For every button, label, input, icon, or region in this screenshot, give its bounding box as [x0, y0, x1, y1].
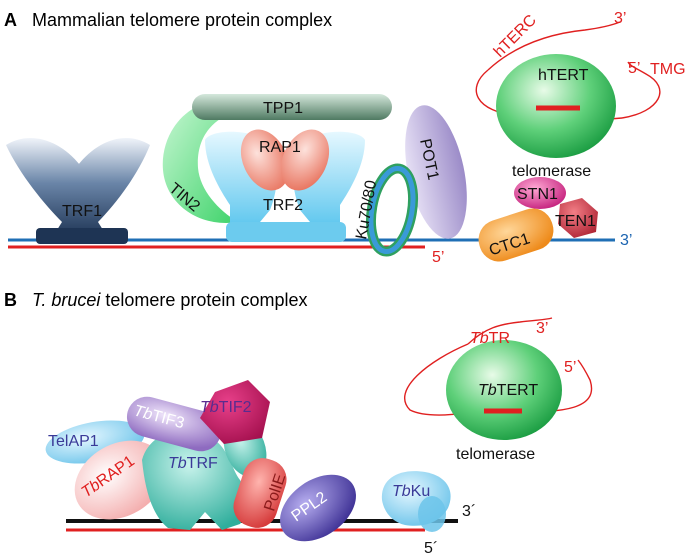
- trf1-protein: TRF1: [6, 137, 150, 244]
- tbtert-label: TbTERT: [478, 382, 538, 399]
- ten1-protein: TEN1: [555, 198, 598, 238]
- ku7080-protein: Ku70/80: [353, 163, 419, 257]
- tmg-label: TMG: [650, 61, 686, 78]
- rap1-label: RAP1: [259, 139, 301, 156]
- dna-b-3prime-label: 3´: [462, 503, 476, 520]
- pot1-protein: POT1: [405, 105, 467, 239]
- htert-label: hTERT: [538, 67, 589, 84]
- tbtif3-protein: TbTIF3: [126, 396, 222, 452]
- tbku-label: TbKu: [392, 483, 430, 500]
- telap1-label: TelAP1: [48, 433, 99, 450]
- tbku-label-prefix: Tb: [392, 483, 411, 500]
- stn1-label: STN1: [517, 186, 558, 203]
- panel-b-title-rest: telomere protein complex: [100, 290, 307, 310]
- tbtr-label-prefix: Tb: [470, 330, 489, 347]
- telomerase-b-label: telomerase: [456, 446, 535, 463]
- telomerase-b-5prime: 5’: [564, 359, 576, 376]
- telomerase-b-3prime: 3’: [536, 320, 548, 337]
- tpp1-label: TPP1: [263, 100, 303, 117]
- ppl2-protein: PPL2: [280, 474, 356, 542]
- telomerase-b: TbTR 3’ 5’ TbTERT telomerase: [403, 317, 593, 463]
- tbtif3-label-prefix: Tb: [132, 403, 155, 424]
- telomerase-a-3prime: 3’: [614, 10, 626, 27]
- panel-b-title: T. brucei telomere protein complex: [32, 290, 307, 310]
- tbtert-label-prefix: Tb: [478, 382, 497, 399]
- rap1-protein: RAP1: [240, 129, 330, 191]
- tbtert-label-name: TERT: [497, 382, 539, 399]
- telomerase-a-5prime: 5’: [628, 60, 640, 77]
- tbtert-enzyme: [446, 340, 562, 440]
- dna-3prime-label: 3’: [620, 232, 632, 249]
- tbku-label-name: Ku: [411, 483, 431, 500]
- tbtif2-label-name: TIF2: [219, 399, 252, 416]
- panel-b-letter: B: [4, 290, 17, 310]
- tbtif2-protein: TbTIF2: [200, 380, 270, 444]
- dna-b-5prime-label: 5´: [424, 540, 438, 556]
- telomerase-a: hTERC 3’ 5’ TMG hTERT telomerase: [475, 10, 686, 180]
- tbtif2-label-prefix: Tb: [200, 399, 219, 416]
- tbku-protein: TbKu: [381, 471, 451, 532]
- tpp1-protein: TPP1: [192, 94, 392, 120]
- trf2-label: TRF2: [263, 197, 303, 214]
- tbtrf-label-name: TRF: [187, 455, 218, 472]
- hterc-label: hTERC: [491, 12, 540, 61]
- tbtrf-label: TbTRF: [168, 455, 218, 472]
- dna-5prime-label: 5’: [432, 249, 444, 266]
- ctc1-protein: CTC1: [478, 208, 554, 262]
- panel-a-title: Mammalian telomere protein complex: [32, 10, 332, 30]
- tbtrf-label-prefix: Tb: [168, 455, 187, 472]
- panel-b-title-italic: T. brucei: [32, 290, 101, 310]
- telomerase-a-label: telomerase: [512, 163, 591, 180]
- tbtr-label-name: TR: [489, 330, 510, 347]
- tbtif2-label: TbTIF2: [200, 399, 252, 416]
- stn1-protein: STN1: [514, 177, 566, 209]
- panel-a-letter: A: [4, 10, 17, 30]
- ten1-label: TEN1: [555, 213, 596, 230]
- trf1-label: TRF1: [62, 203, 102, 220]
- tbtr-label: TbTR: [470, 330, 510, 347]
